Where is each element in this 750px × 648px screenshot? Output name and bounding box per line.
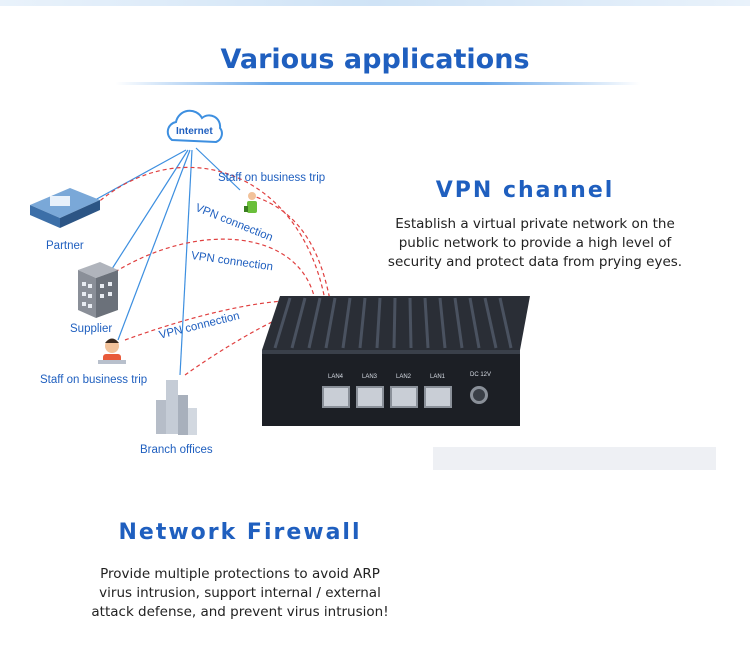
travel-staff-icon (244, 192, 257, 213)
vpn-heading: VPN channel (435, 178, 615, 203)
vpn-desc-line: public network to provide a high level o… (398, 235, 672, 251)
ethernet-port-icon (424, 386, 452, 408)
partner-label: Partner (46, 240, 84, 252)
vpn-desc-line: Establish a virtual private network on t… (395, 216, 675, 232)
vpn-desc-line: security and protect data from prying ey… (387, 254, 683, 270)
page-title: Various applications (220, 44, 530, 75)
firewall-desc-line: attack defense, and prevent virus intrus… (91, 604, 389, 620)
branch-offices-icon (156, 380, 197, 435)
ethernet-port-icon (322, 386, 350, 408)
staff-top-label: Staff on business trip (218, 172, 326, 184)
firewall-desc-line: Provide multiple protections to avoid AR… (100, 566, 380, 582)
ethernet-port-icon (390, 386, 418, 408)
dc-jack-icon (470, 386, 488, 404)
ethernet-port-icon (356, 386, 384, 408)
port-label: LAN3 (362, 374, 378, 380)
internet-label: Internet (176, 126, 213, 137)
firewall-description: Provide multiple protections to avoid AR… (60, 565, 420, 622)
branch-label: Branch offices (140, 444, 213, 456)
firewall-heading: Network Firewall (118, 520, 362, 545)
partner-building-icon (30, 188, 100, 228)
supplier-building-icon (78, 262, 118, 318)
shield-illustration (433, 447, 716, 470)
port-label: LAN4 (328, 374, 344, 380)
dc-label: DC 12V (470, 372, 492, 378)
firewall-desc-line: virus intrusion, support internal / exte… (99, 585, 381, 601)
vpn-description: Establish a virtual private network on t… (370, 215, 700, 272)
staff-left-label: Staff on business trip (40, 374, 148, 386)
internet-links (94, 147, 241, 376)
top-decor-bar (0, 0, 750, 6)
vpn-tunnels (94, 166, 331, 376)
title-underline (115, 82, 640, 85)
port-label: LAN1 (430, 374, 446, 380)
staff-person-icon (98, 338, 126, 364)
port-row: LAN4 LAN3 LAN2 LAN1 (320, 374, 460, 414)
cloud-icon (166, 109, 223, 144)
port-label: LAN2 (396, 374, 412, 380)
supplier-label: Supplier (70, 323, 113, 335)
